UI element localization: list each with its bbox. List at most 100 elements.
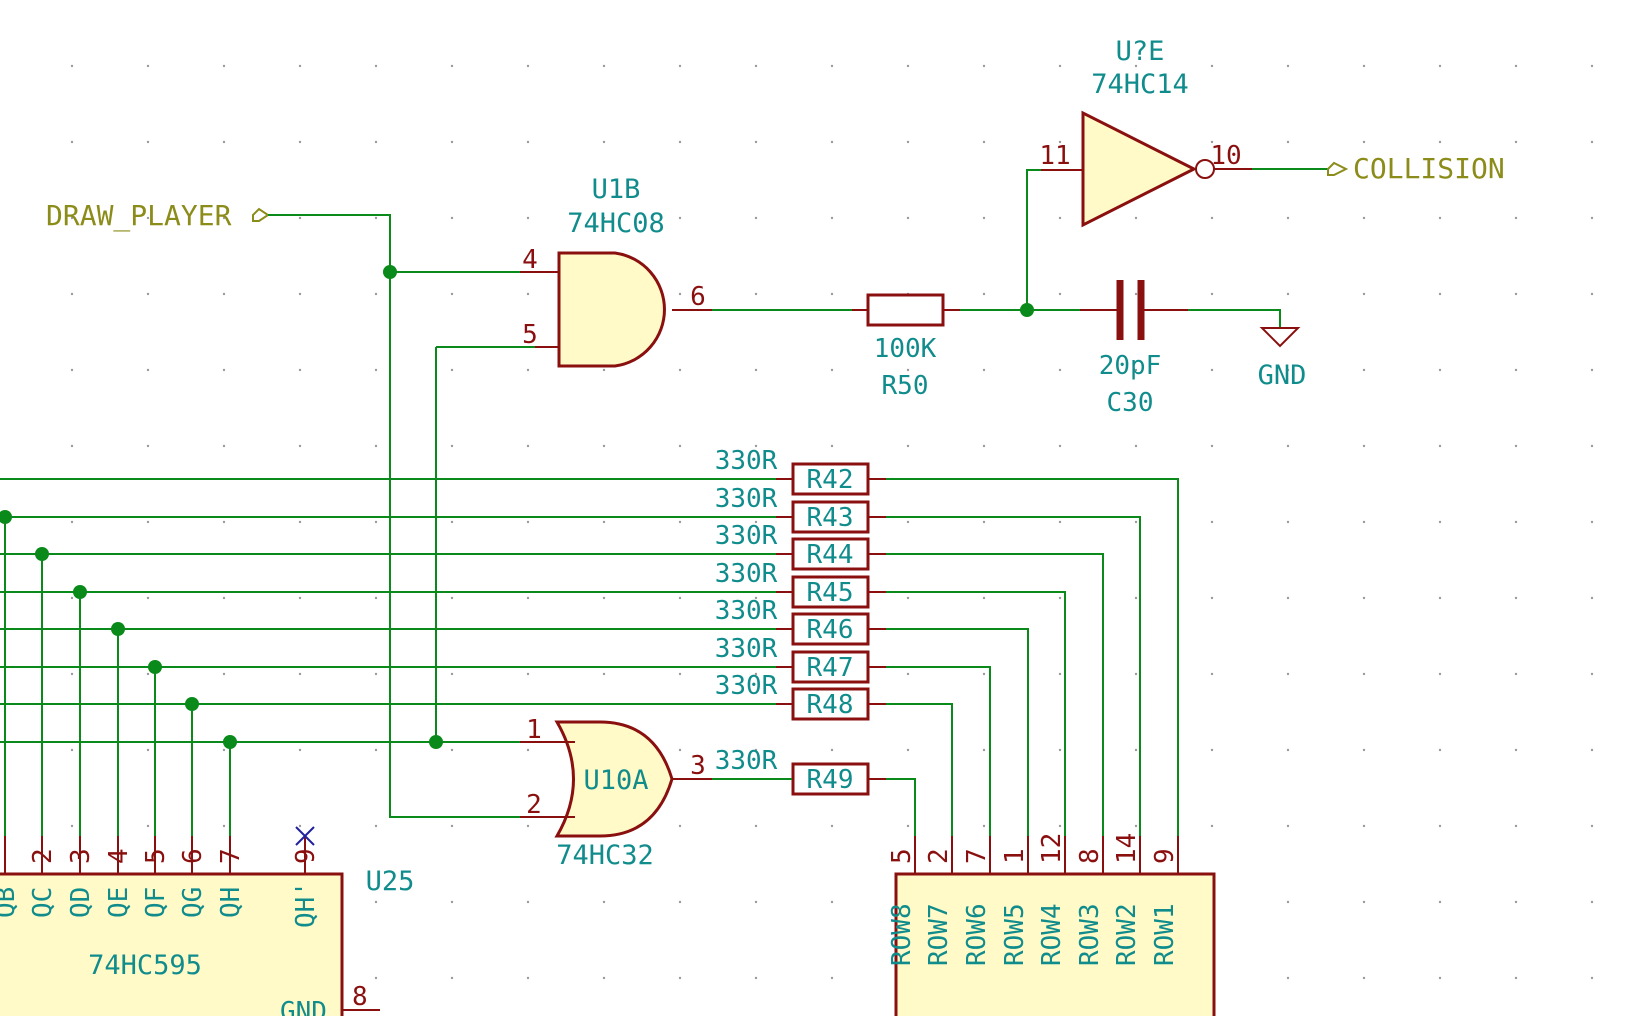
grid-dot (526, 216, 530, 220)
grid-dot (1590, 368, 1594, 372)
and-gate-u1b (557, 251, 666, 368)
grid-dot (602, 216, 606, 220)
grid-dot (1514, 64, 1518, 68)
junction (223, 735, 237, 749)
wire-u1b-pin5 (435, 346, 535, 742)
junction (148, 660, 162, 674)
grid-dot (678, 520, 682, 524)
grid-dot (1362, 216, 1366, 220)
grid-dot (906, 140, 910, 144)
grid-dot (830, 140, 834, 144)
grid-dot (70, 672, 74, 676)
grid-dot (526, 824, 530, 828)
grid-dot (374, 748, 378, 752)
grid-dot (982, 444, 986, 448)
wire-to-row-connector (886, 553, 1104, 846)
grid-dot (146, 672, 150, 676)
grid-dot (982, 672, 986, 676)
grid-dot (450, 520, 454, 524)
grid-dot (374, 64, 378, 68)
grid-dot (1362, 900, 1366, 904)
grid-dot (830, 748, 834, 752)
row-connector-pin-name: ROW4 (1037, 903, 1067, 966)
grid-dot (1058, 672, 1062, 676)
resistor-r50 (866, 293, 945, 327)
grid-dot (526, 444, 530, 448)
grid-dot (1286, 444, 1290, 448)
grid-dot (70, 292, 74, 296)
grid-dot (1286, 140, 1290, 144)
grid-dot (1438, 976, 1442, 980)
grid-dot (678, 64, 682, 68)
grid-dot (298, 824, 302, 828)
grid-dot (602, 672, 606, 676)
grid-dot (70, 520, 74, 524)
grid-dot (602, 444, 606, 448)
grid-dot (1590, 216, 1594, 220)
u25-pin-number: 4 (104, 848, 134, 864)
grid-dot (526, 140, 530, 144)
grid-dot (1514, 444, 1518, 448)
wire-to-row-connector (886, 516, 1141, 846)
grid-dot (146, 520, 150, 524)
grid-dot (298, 140, 302, 144)
grid-dot (1134, 824, 1138, 828)
grid-dot (1514, 900, 1518, 904)
grid-dot (374, 368, 378, 372)
grid-dot (754, 368, 758, 372)
grid-dot (1210, 824, 1214, 828)
grid-dot (1362, 976, 1366, 980)
resistor-value: 330R (715, 521, 778, 551)
ue-ref: U?E (1116, 36, 1165, 67)
grid-dot (1438, 672, 1442, 676)
grid-dot (602, 596, 606, 600)
grid-dot (222, 292, 226, 296)
row-connector-pin-number: 5 (887, 848, 917, 864)
grid-dot (222, 672, 226, 676)
grid-dot (1058, 748, 1062, 752)
resistor-value: 330R (715, 559, 778, 589)
row-connector-pin-number: 1 (1000, 848, 1030, 864)
grid-dot (602, 64, 606, 68)
resistor-value: 330R (715, 671, 778, 701)
grid-dot (526, 292, 530, 296)
row-connector-pin-name: ROW5 (1000, 903, 1030, 966)
row-connector-pin-number: 9 (1150, 848, 1180, 864)
grid-dot (146, 596, 150, 600)
grid-dot (1590, 900, 1594, 904)
u25-pin-name: QH' (291, 881, 321, 928)
grid-dot (1058, 292, 1062, 296)
row-connector-body (894, 872, 1216, 1016)
u10a-pin-1: 1 (526, 715, 542, 745)
grid-dot (1362, 444, 1366, 448)
grid-dot (1362, 520, 1366, 524)
grid-dot (70, 216, 74, 220)
grid-dot (1286, 900, 1290, 904)
grid-dot (1590, 64, 1594, 68)
grid-dot (70, 824, 74, 828)
grid-dot (1286, 976, 1290, 980)
grid-dot (906, 520, 910, 524)
grid-dot (1286, 64, 1290, 68)
grid-dot (146, 216, 150, 220)
grid-dot (1058, 216, 1062, 220)
grid-dot (1134, 368, 1138, 372)
net-label-draw-player: DRAW_PLAYER (46, 199, 232, 233)
grid-dot (602, 140, 606, 144)
grid-dot (1210, 140, 1214, 144)
resistor-value: 330R (715, 446, 778, 476)
grid-dot (450, 976, 454, 980)
grid-dot (830, 976, 834, 980)
u25-body (0, 872, 344, 1016)
grid-dot (830, 824, 834, 828)
grid-dot (1210, 444, 1214, 448)
u1b-ref: U1B (592, 174, 641, 205)
u25-pin-number: 5 (141, 848, 171, 864)
grid-dot (222, 140, 226, 144)
grid-dot (678, 900, 682, 904)
grid-dot (1210, 64, 1214, 68)
u25-pin-name: QH (216, 887, 246, 918)
grid-dot (1590, 596, 1594, 600)
grid-dot (830, 900, 834, 904)
